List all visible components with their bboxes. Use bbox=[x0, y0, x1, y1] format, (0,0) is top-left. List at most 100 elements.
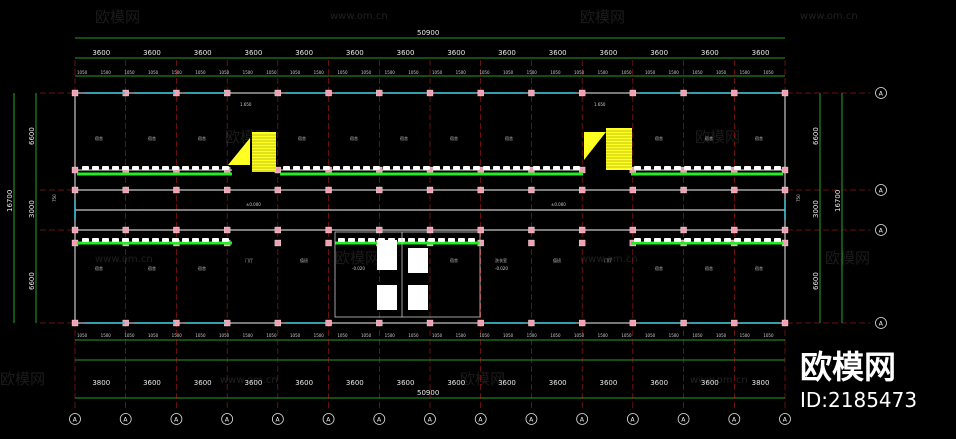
bay-dimension-label: 3600 bbox=[752, 49, 770, 57]
column bbox=[325, 226, 332, 234]
fixture bbox=[202, 238, 209, 242]
subspan-label: 1050 bbox=[432, 333, 443, 338]
column bbox=[578, 226, 586, 234]
fixture bbox=[423, 166, 430, 170]
column bbox=[629, 186, 637, 194]
column bbox=[274, 239, 282, 247]
axis-bubble-label: A bbox=[326, 417, 331, 424]
watermark-brand: 欧模网 bbox=[695, 128, 740, 146]
subspan-label: 1500 bbox=[172, 333, 183, 338]
subspan-label: 1050 bbox=[77, 70, 88, 75]
column bbox=[71, 89, 79, 97]
column bbox=[578, 186, 586, 194]
fixture bbox=[674, 238, 681, 242]
axis-bubble: A bbox=[170, 413, 183, 425]
column bbox=[173, 186, 180, 194]
fixture bbox=[448, 238, 455, 242]
subspan-label: 1050 bbox=[148, 70, 159, 75]
watermark-brand: 欧模网 bbox=[825, 249, 870, 267]
axis-bubble-label: A bbox=[783, 417, 788, 424]
subspan-label: 1500 bbox=[598, 70, 609, 75]
fixture bbox=[418, 238, 425, 242]
subspan-label: 1050 bbox=[550, 70, 561, 75]
subspan-label: 1500 bbox=[527, 333, 538, 338]
fixture bbox=[303, 166, 310, 170]
subspan-label: 1500 bbox=[101, 70, 112, 75]
column bbox=[376, 226, 383, 234]
fixture bbox=[473, 166, 480, 170]
subspan-label: 1500 bbox=[385, 333, 396, 338]
axis-bubble: A bbox=[728, 413, 741, 425]
subspan-label: 1050 bbox=[290, 70, 301, 75]
watermark-brand: 欧模网 bbox=[580, 8, 625, 26]
axis-bubble: A bbox=[474, 413, 487, 425]
column bbox=[680, 89, 687, 97]
column bbox=[122, 226, 129, 234]
subspan-label: 1050 bbox=[408, 333, 419, 338]
subspan-label: 1050 bbox=[361, 333, 372, 338]
bay-dimension-label: 3600 bbox=[549, 379, 567, 387]
room-label: 门厅 bbox=[245, 257, 253, 263]
subspan-label: 1050 bbox=[124, 333, 135, 338]
fixture bbox=[348, 238, 355, 242]
column bbox=[477, 186, 484, 194]
bay-dimension-label: 3600 bbox=[650, 49, 668, 57]
fixture bbox=[674, 166, 681, 170]
side-small-left: 750 bbox=[52, 194, 57, 202]
fixture bbox=[162, 238, 169, 242]
structural-columns bbox=[71, 89, 789, 327]
axis-bubble-circle bbox=[474, 413, 487, 425]
fixture bbox=[458, 238, 465, 242]
bay-dimension-label: 3600 bbox=[143, 49, 161, 57]
fixture bbox=[82, 166, 89, 170]
subspan-label: 1500 bbox=[456, 333, 467, 338]
axis-bubble-circle bbox=[69, 413, 81, 425]
column bbox=[781, 226, 789, 234]
column bbox=[376, 319, 383, 327]
column bbox=[325, 186, 332, 194]
fixture bbox=[453, 166, 460, 170]
axis-bubble: A bbox=[875, 224, 887, 236]
fixture bbox=[363, 166, 370, 170]
fixture bbox=[122, 166, 129, 170]
axis-bubble-circle bbox=[424, 413, 436, 425]
fixture bbox=[172, 238, 179, 242]
staircase-right bbox=[584, 128, 632, 170]
fixture bbox=[102, 166, 109, 170]
fixture bbox=[714, 238, 721, 242]
column bbox=[528, 89, 535, 97]
fixture bbox=[734, 166, 741, 170]
fixture bbox=[353, 166, 360, 170]
column bbox=[629, 226, 637, 234]
room-label: 宿舍 bbox=[705, 265, 713, 271]
fixture bbox=[553, 166, 560, 170]
text-layer: 50900 50900 16700 16700 6600 3000 6600 6… bbox=[6, 29, 842, 397]
room-label: 宿舍 bbox=[755, 265, 763, 271]
axis-bubble-circle bbox=[373, 413, 386, 425]
axis-bubble-label: A bbox=[174, 417, 179, 424]
fixture bbox=[343, 166, 350, 170]
fixture bbox=[393, 166, 400, 170]
column bbox=[71, 319, 79, 327]
column bbox=[122, 186, 129, 194]
subspan-label: 1050 bbox=[621, 70, 632, 75]
subspan-label: 1500 bbox=[456, 70, 467, 75]
fixture bbox=[664, 238, 671, 242]
axis-bubble-circle bbox=[875, 317, 887, 329]
column bbox=[71, 166, 79, 174]
watermark-brand: 欧模网 bbox=[0, 370, 45, 388]
subspan-label: 1050 bbox=[408, 70, 419, 75]
fixture bbox=[122, 238, 129, 242]
subspan-label: 1050 bbox=[621, 333, 632, 338]
subspan-label: 1050 bbox=[337, 333, 348, 338]
bay-dimension-label: 3600 bbox=[245, 49, 263, 57]
fixture bbox=[112, 238, 119, 242]
axis-bubble-label: A bbox=[73, 417, 78, 424]
room-label: 宿舍 bbox=[450, 257, 458, 263]
column bbox=[781, 186, 789, 194]
column bbox=[731, 319, 738, 327]
corridor-level-right: ±0.000 bbox=[551, 202, 566, 207]
left-dim-2: 3000 bbox=[28, 200, 36, 218]
fixture bbox=[222, 166, 229, 170]
